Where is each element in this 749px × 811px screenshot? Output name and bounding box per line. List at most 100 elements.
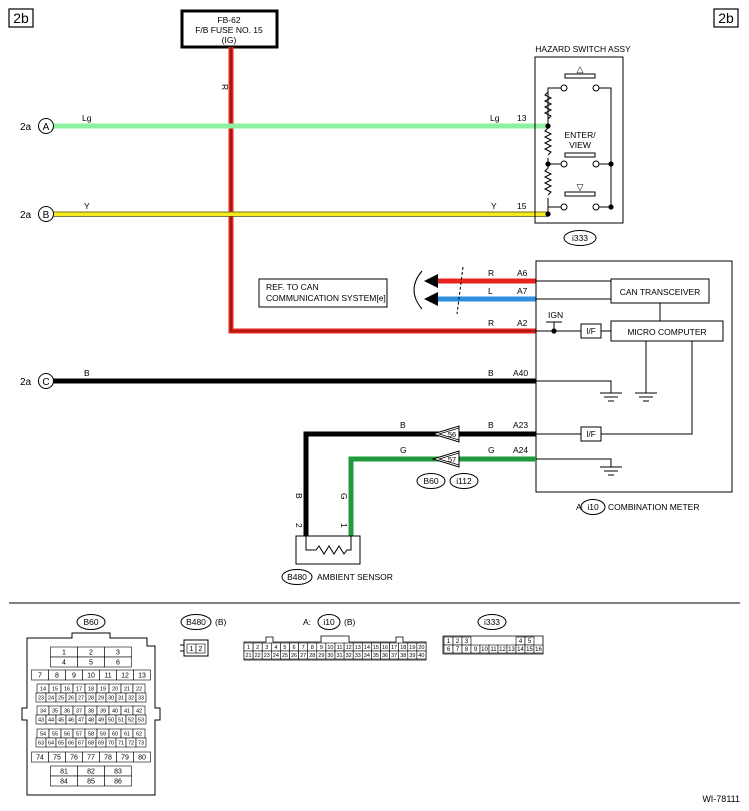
pinout-i333-housing xyxy=(442,635,544,655)
pin-label: 40 xyxy=(418,653,424,659)
pinout-i10-title: i10 xyxy=(323,617,335,627)
pin-label: 19 xyxy=(409,645,415,651)
pin-label: 37 xyxy=(76,708,82,714)
joint-57-label: 57 xyxy=(448,455,456,464)
pin-cell xyxy=(195,643,206,654)
pin-label: 11 xyxy=(490,647,497,653)
can-r-arrow xyxy=(424,274,438,288)
wire-a23-code-right: B xyxy=(488,420,494,430)
pin-label: 38 xyxy=(88,708,94,714)
wire-red-code: R xyxy=(220,84,230,90)
hazard-connector: i333 xyxy=(572,233,588,243)
joint-connector-1: B60 xyxy=(423,476,438,486)
wire-b-page: 2a xyxy=(20,377,32,388)
fuse-box xyxy=(180,9,279,49)
pin-label: 37 xyxy=(391,653,397,659)
pin-label: 79 xyxy=(121,755,129,762)
wire-a2-code: R xyxy=(488,318,494,328)
wire-can-r-pin: A6 xyxy=(517,268,528,278)
pin-label: 29 xyxy=(318,653,324,659)
hazard-contact-1 xyxy=(560,84,568,92)
pin-label: 8 xyxy=(465,647,469,653)
wire-a24-code-right: G xyxy=(488,445,495,455)
pin-label: 60 xyxy=(112,731,118,737)
if-label-2: I/F xyxy=(586,430,595,439)
page-tag-right-box xyxy=(713,8,739,28)
pin-label: 47 xyxy=(78,717,84,723)
pin-label: 26 xyxy=(291,653,297,659)
pin-label: 6 xyxy=(116,660,120,667)
pin-label: 23 xyxy=(264,653,270,659)
pin-label: 18 xyxy=(88,686,94,692)
pin-cell xyxy=(135,737,147,748)
pin-label: 12 xyxy=(121,673,129,680)
pin-label: 53 xyxy=(138,717,144,723)
pin-label: 7 xyxy=(302,645,305,651)
pin-label: 70 xyxy=(108,740,114,746)
pin-cell xyxy=(533,644,544,654)
can-bracket-arc xyxy=(413,270,423,310)
pin-label: 59 xyxy=(100,731,106,737)
pin-label: 32 xyxy=(346,653,352,659)
ambient-sensor-thermistor xyxy=(305,536,352,555)
hazard-enter-label-2: VIEW xyxy=(569,140,591,150)
pin-label: 34 xyxy=(40,708,46,714)
hazard-contact-2 xyxy=(592,84,600,92)
pin-label: 30 xyxy=(327,653,333,659)
pin-label: 15 xyxy=(373,645,379,651)
pin-label: 23 xyxy=(38,695,44,701)
pinout-i10-oval xyxy=(317,614,341,630)
pin-label: 52 xyxy=(128,717,134,723)
pin-label: 25 xyxy=(58,695,64,701)
pin-label: 24 xyxy=(48,695,54,701)
wire-b-code-right: B xyxy=(488,368,494,378)
pin-label: 30 xyxy=(108,695,114,701)
pin-label: 39 xyxy=(409,653,415,659)
pinout-b60-housing xyxy=(21,632,161,796)
pin-label: 5 xyxy=(528,639,532,645)
hazard-contact-4 xyxy=(592,160,600,168)
pin-label: 1 xyxy=(447,639,451,645)
wire-y-page: 2a xyxy=(20,210,32,221)
pinout-i333-oval xyxy=(477,614,507,630)
hazard-enter-label-1: ENTER/ xyxy=(564,130,596,140)
pin-label: 3 xyxy=(265,645,268,651)
pin-label: 68 xyxy=(88,740,94,746)
pin-label: 41 xyxy=(124,708,130,714)
pinout-b480-housing xyxy=(180,639,209,657)
pin-label: 43 xyxy=(38,717,44,723)
hazard-node-3 xyxy=(545,211,551,217)
pin-label: 48 xyxy=(88,717,94,723)
pin-label: 15 xyxy=(526,647,533,653)
pin-label: 21 xyxy=(124,686,130,692)
pin-label: 2 xyxy=(456,639,460,645)
pin-label: 40 xyxy=(112,708,118,714)
pin-label: 77 xyxy=(87,755,95,762)
can-transceiver-box xyxy=(610,278,710,304)
fuse-label-1: FB-62 xyxy=(217,15,240,25)
pin-label: 62 xyxy=(136,731,142,737)
hazard-up-bar xyxy=(564,73,596,79)
pin-label: 28 xyxy=(88,695,94,701)
pin-label: 18 xyxy=(400,645,406,651)
wire-a23-pin: A23 xyxy=(513,420,528,430)
pin-label: 83 xyxy=(114,769,122,776)
can-l-arrow xyxy=(424,292,438,306)
pin-label: 74 xyxy=(36,755,44,762)
joint-57-inner xyxy=(437,452,460,466)
pin-label: 33 xyxy=(138,695,144,701)
pin-label: 85 xyxy=(87,779,95,786)
wire-a2-pin: A2 xyxy=(517,318,528,328)
pin-label: 54 xyxy=(40,731,46,737)
hazard-down-bar xyxy=(564,191,596,197)
pin-label: 4 xyxy=(274,645,277,651)
pin-cell xyxy=(104,656,132,668)
wire-a24-green xyxy=(348,456,536,536)
pin-label: 9 xyxy=(320,645,323,651)
pin-label: 76 xyxy=(70,755,78,762)
pin-label: 9 xyxy=(72,673,76,680)
if-label-1: I/F xyxy=(586,327,595,336)
connector-b-circle xyxy=(38,206,54,222)
hazard-node-4 xyxy=(608,161,614,167)
